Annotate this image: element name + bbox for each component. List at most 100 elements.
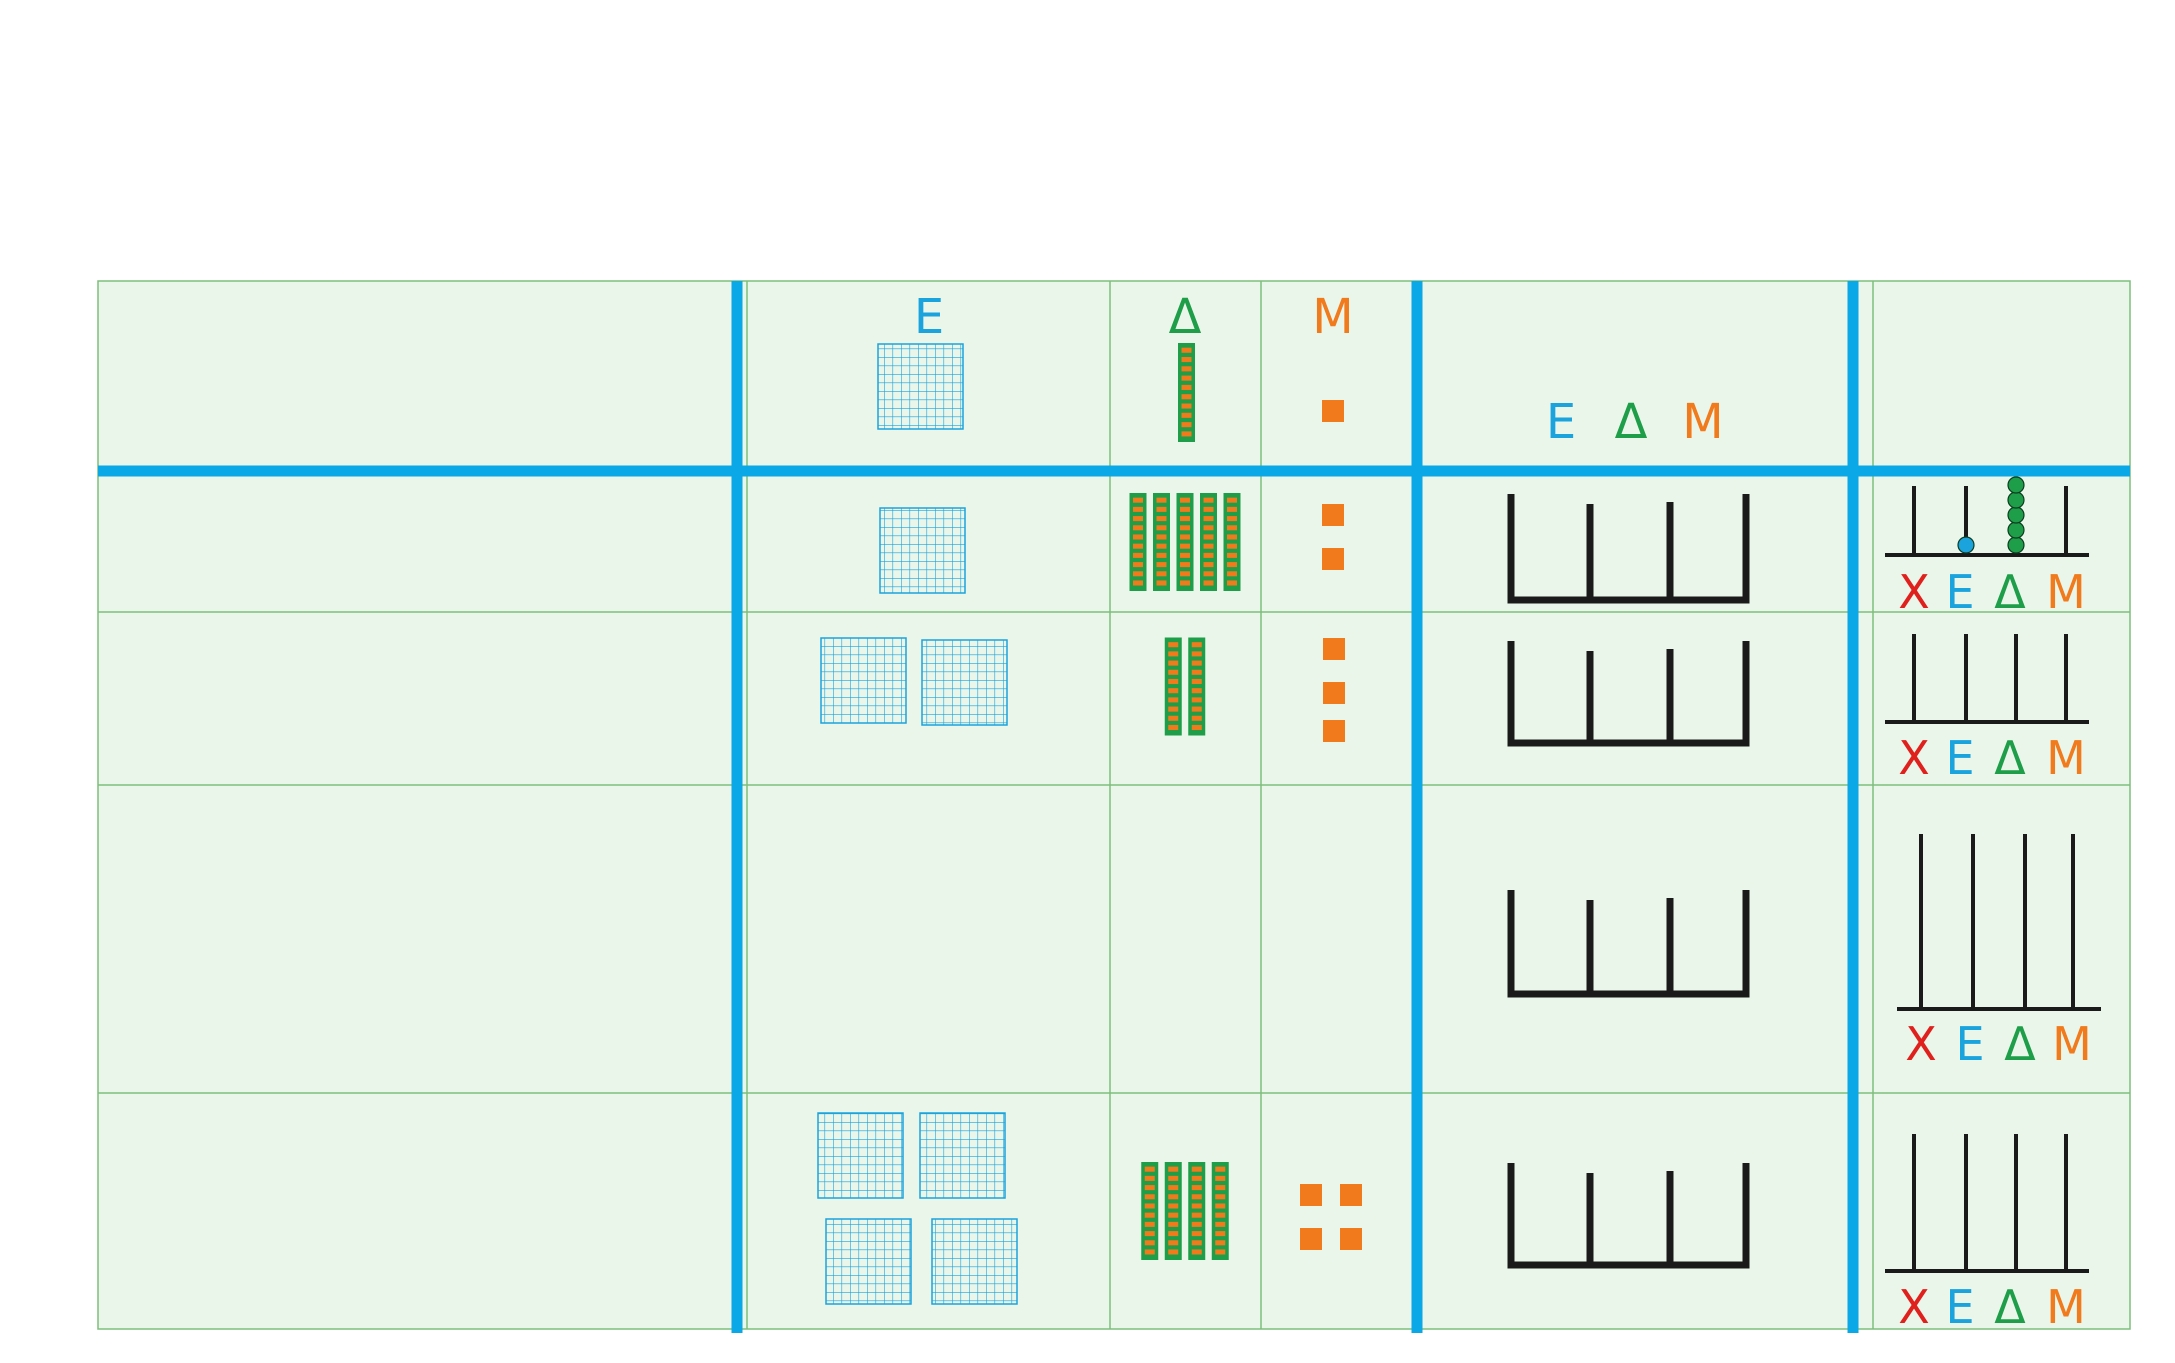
tens-rod-unit xyxy=(1168,678,1179,685)
box-outline xyxy=(1507,890,1750,998)
tens-rod-unit xyxy=(1181,422,1192,428)
abacus-label: Ε xyxy=(1945,565,1974,619)
abacus-label: Ε xyxy=(1945,1280,1974,1334)
tens-rod-unit xyxy=(1144,1203,1155,1209)
tens-rod-unit xyxy=(1180,562,1190,568)
tens-rod-unit xyxy=(1227,543,1237,549)
tens-rod-unit xyxy=(1133,516,1143,522)
box-outline xyxy=(1507,494,1750,604)
header-hundreds-label: Ε xyxy=(914,289,944,345)
tens-rod-unit xyxy=(1180,543,1190,549)
tens-rod-unit xyxy=(1144,1175,1155,1181)
abacus-label: Μ xyxy=(2046,1280,2086,1334)
place-value-box-icon xyxy=(1507,890,1750,998)
tens-rod-unit xyxy=(1227,552,1237,558)
tens-rod-unit xyxy=(1168,697,1179,703)
bead-icon xyxy=(2007,521,2025,539)
tens-rod-unit xyxy=(1181,403,1192,409)
tens-rod-unit xyxy=(1168,1240,1179,1246)
tens-rod-unit xyxy=(1191,651,1202,657)
ones-cube xyxy=(1323,638,1345,660)
tens-rod-unit xyxy=(1168,660,1179,666)
tens-rod-unit xyxy=(1191,1240,1202,1246)
tens-rod-unit xyxy=(1180,525,1190,531)
tens-rod-unit xyxy=(1191,724,1202,731)
tens-rod-unit xyxy=(1215,1203,1226,1209)
hundreds-flat xyxy=(921,639,1008,726)
tens-rod-unit xyxy=(1156,506,1167,512)
tens-rod-unit xyxy=(1168,1212,1179,1218)
tens-rod-unit xyxy=(1227,571,1237,577)
abacus-label: Χ xyxy=(1905,1017,1937,1071)
ones-cube xyxy=(1300,1228,1322,1250)
tens-rod xyxy=(1188,637,1206,736)
tens-rod-unit xyxy=(1133,543,1143,549)
tens-rod-unit xyxy=(1180,571,1190,577)
abacus-label: Χ xyxy=(1898,731,1930,785)
tens-rod-unit xyxy=(1180,506,1190,512)
hundreds-flat xyxy=(825,1218,912,1305)
header-tens-label: Δ xyxy=(1169,289,1202,345)
hundreds-flat-icon xyxy=(877,343,964,430)
tens-rod-unit xyxy=(1227,534,1237,540)
tens-rod-unit xyxy=(1144,1221,1155,1227)
tens-rod-unit xyxy=(1168,669,1179,675)
tens-rod xyxy=(1153,493,1170,591)
tens-rod-unit xyxy=(1168,1194,1179,1200)
tens-rod-unit xyxy=(1181,375,1192,381)
tens-rod-unit xyxy=(1181,431,1192,437)
tens-rod-unit xyxy=(1144,1194,1155,1200)
tens-rod-unit xyxy=(1144,1212,1155,1218)
tens-rod-unit xyxy=(1133,525,1143,531)
header-tens-rod xyxy=(1178,343,1195,442)
tens-rod-unit xyxy=(1191,715,1202,721)
tens-rod-unit xyxy=(1203,552,1214,558)
tens-rod-unit xyxy=(1227,516,1237,522)
tens-rod-unit xyxy=(1191,697,1202,703)
tens-rod-unit xyxy=(1133,562,1143,568)
tens-rod-unit xyxy=(1168,1203,1179,1209)
tens-rod-unit xyxy=(1191,1175,1202,1181)
tens-rod-unit xyxy=(1191,1221,1202,1227)
tens-rod-unit xyxy=(1133,506,1143,512)
tens-rod-unit xyxy=(1181,384,1192,390)
tens-rod-unit xyxy=(1156,552,1167,558)
abacus-label: Χ xyxy=(1898,565,1930,619)
tens-rod-unit xyxy=(1203,516,1214,522)
tens-rod-unit xyxy=(1227,506,1237,512)
place-label-hundreds: Ε xyxy=(1546,394,1576,450)
tens-rod xyxy=(1164,1162,1182,1260)
tens-rod-icon xyxy=(1178,343,1195,442)
tens-rod-unit xyxy=(1144,1166,1155,1172)
tens-rod-unit xyxy=(1181,347,1192,353)
tens-rod-unit xyxy=(1133,552,1143,558)
abacus-label: Μ xyxy=(2046,565,2086,619)
bead-icon xyxy=(2007,506,2025,524)
tens-rod-unit xyxy=(1168,688,1179,694)
tens-rod-unit xyxy=(1156,534,1167,540)
place-label-ones: Μ xyxy=(1682,394,1723,450)
tens-rod-unit xyxy=(1191,1249,1202,1255)
tens-rod-unit xyxy=(1144,1249,1155,1255)
bead-icon xyxy=(2007,536,2025,554)
tens-rod-unit xyxy=(1227,525,1237,531)
abacus-label: Χ xyxy=(1898,1280,1930,1334)
tens-rod-unit xyxy=(1180,534,1190,540)
abacus-label: Δ xyxy=(1994,565,2026,619)
tens-rod-unit xyxy=(1215,1194,1226,1200)
hundreds-flat xyxy=(817,1112,904,1199)
abacus-label: Ε xyxy=(1945,731,1974,785)
tens-rod-unit xyxy=(1180,516,1190,522)
tens-rod-unit xyxy=(1215,1221,1226,1227)
tens-rod xyxy=(1211,1162,1229,1260)
ones-cube xyxy=(1322,548,1344,570)
tens-rod-unit xyxy=(1227,562,1237,568)
tens-rod-unit xyxy=(1133,571,1143,577)
tens-rod-unit xyxy=(1215,1249,1226,1255)
tens-rod-unit xyxy=(1203,506,1214,512)
tens-rod-unit xyxy=(1227,580,1237,586)
table-panel xyxy=(97,280,2131,1330)
